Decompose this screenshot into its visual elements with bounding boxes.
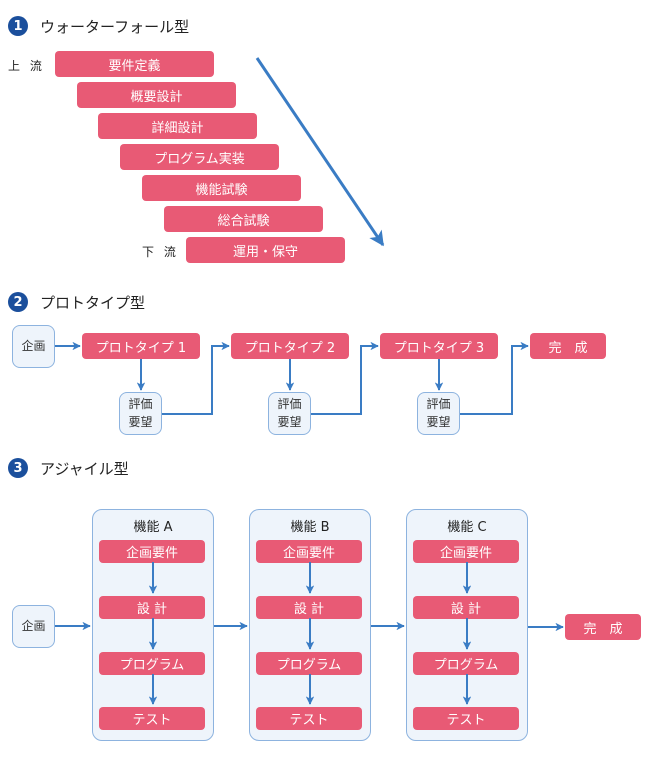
- feature-title: 機能 B: [290, 520, 330, 535]
- review-label: 要望: [128, 414, 153, 429]
- feature-step: プログラム: [413, 652, 519, 675]
- review-box: 評価 要望: [119, 392, 162, 435]
- review-label: 評価: [277, 397, 302, 412]
- prototype-step: プロトタイプ 2: [231, 333, 349, 359]
- planning-box: 企画: [12, 325, 55, 368]
- feature-step: テスト: [413, 707, 519, 730]
- feature-step: プログラム: [256, 652, 362, 675]
- feature-step: プログラム: [99, 652, 205, 675]
- feature-step: 設 計: [256, 596, 362, 619]
- waterfall-step: 運用・保守: [186, 237, 345, 263]
- waterfall-step: 概要設計: [77, 82, 236, 108]
- waterfall-step: 機能試験: [142, 175, 301, 201]
- review-label: 要望: [426, 414, 451, 429]
- complete-box: 完 成: [565, 614, 641, 640]
- feature-step: テスト: [99, 707, 205, 730]
- prototype-step: プロトタイプ 1: [82, 333, 200, 359]
- review-box: 評価 要望: [417, 392, 460, 435]
- feature-step: テスト: [256, 707, 362, 730]
- feature-column: 機能 A 企画要件 設 計 プログラム テスト: [92, 509, 214, 741]
- waterfall-step: プログラム実装: [120, 144, 279, 170]
- feature-step: 企画要件: [413, 540, 519, 563]
- review-box: 評価 要望: [268, 392, 311, 435]
- prototype-step: プロトタイプ 3: [380, 333, 498, 359]
- downstream-label: 下 流: [142, 245, 179, 259]
- planning-box: 企画: [12, 605, 55, 648]
- feature-title: 機能 C: [447, 520, 487, 535]
- feature-step: 企画要件: [256, 540, 362, 563]
- waterfall-step: 詳細設計: [98, 113, 257, 139]
- agile-title: アジャイル型: [40, 460, 129, 478]
- feature-title: 機能 A: [133, 520, 173, 535]
- waterfall-step: 要件定義: [55, 51, 214, 77]
- section-number-badge: 3: [8, 458, 28, 478]
- feature-step: 設 計: [413, 596, 519, 619]
- waterfall-step: 総合試験: [164, 206, 323, 232]
- upstream-label: 上 流: [8, 59, 45, 73]
- review-label: 要望: [277, 414, 302, 429]
- review-label: 評価: [128, 397, 153, 412]
- complete-box: 完 成: [530, 333, 606, 359]
- section-number-badge: 2: [8, 292, 28, 312]
- prototype-title: プロトタイプ型: [40, 294, 146, 312]
- feature-column: 機能 C 企画要件 設 計 プログラム テスト: [406, 509, 528, 741]
- section-number-badge: 1: [8, 16, 28, 36]
- review-label: 評価: [426, 397, 451, 412]
- feature-column: 機能 B 企画要件 設 計 プログラム テスト: [249, 509, 371, 741]
- feature-step: 企画要件: [99, 540, 205, 563]
- waterfall-title: ウォーターフォール型: [40, 18, 190, 36]
- feature-step: 設 計: [99, 596, 205, 619]
